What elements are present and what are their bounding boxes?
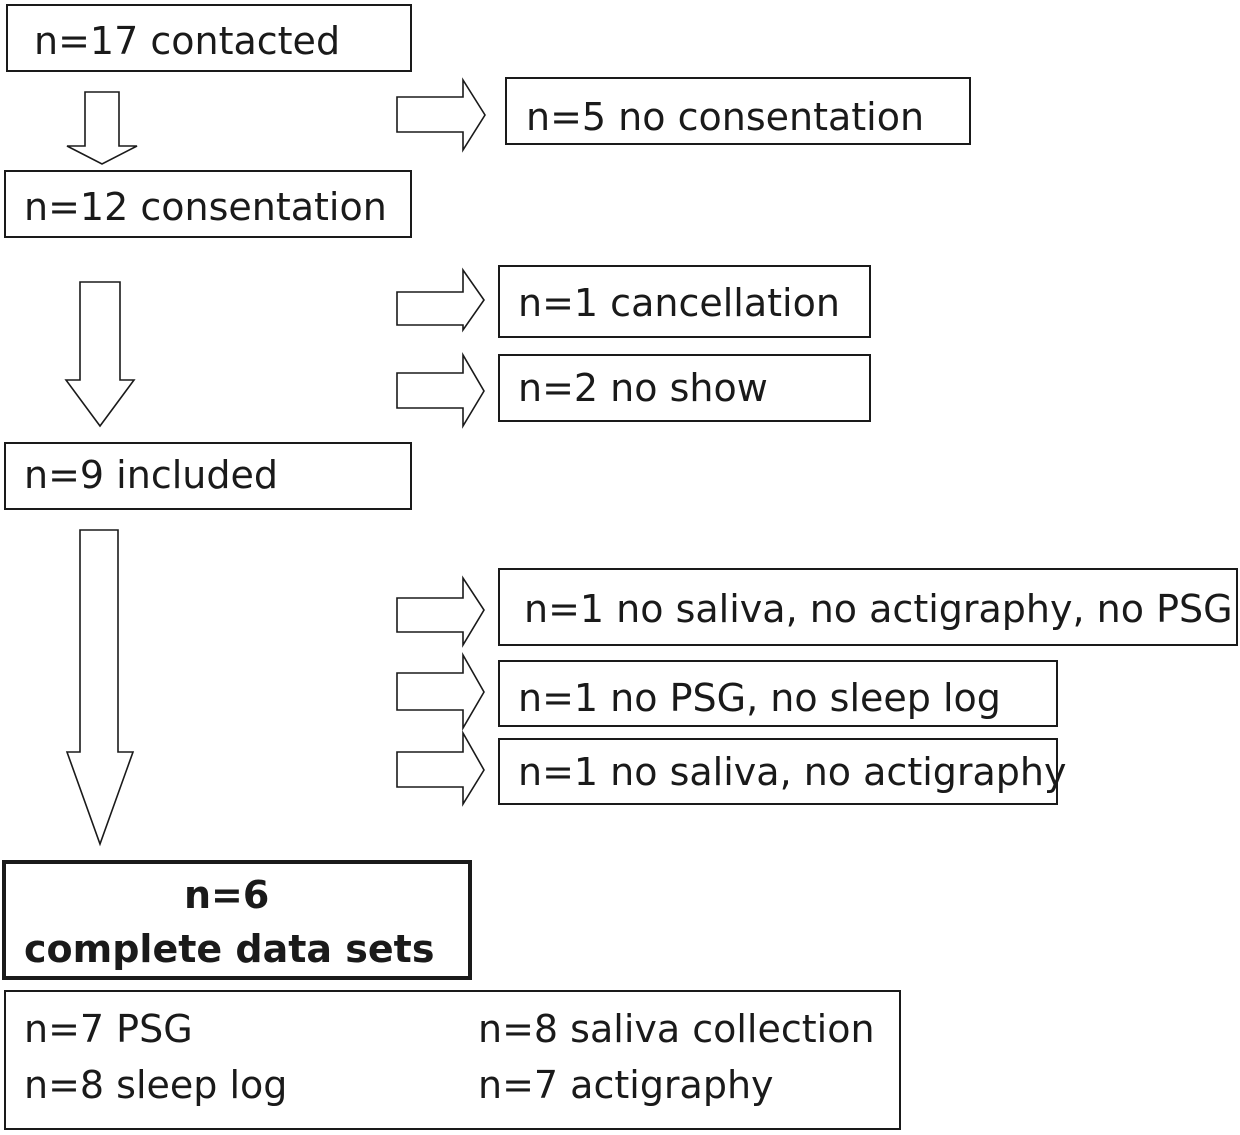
summary-sleep-log: n=8 sleep log [24, 1063, 288, 1107]
no-consentation-label: n=5 no consentation [526, 95, 925, 139]
right-arrow-icon [396, 77, 486, 153]
right-arrow-icon [396, 352, 485, 429]
no-saliva-actigraphy-psg-box: n=1 no saliva, no actigraphy, no PSG [498, 568, 1238, 646]
cancellation-box: n=1 cancellation [498, 265, 871, 338]
final-count: n=6 [184, 873, 270, 917]
right-arrow-icon [396, 651, 485, 731]
down-arrow-icon [65, 529, 135, 847]
no-consentation-box: n=5 no consentation [505, 77, 971, 145]
no-saliva-actigraphy-box: n=1 no saliva, no actigraphy [498, 738, 1067, 805]
summary-psg: n=7 PSG [24, 1007, 193, 1051]
summary-box: n=7 PSG n=8 saliva collection n=8 sleep … [4, 990, 901, 1130]
consentation-box: n=12 consentation [4, 170, 412, 238]
contacted-box: n=17 contacted [6, 4, 412, 72]
no-show-box: n=2 no show [498, 354, 871, 422]
no-saliva-actigraphy-psg-label: n=1 no saliva, no actigraphy, no PSG [524, 587, 1233, 631]
final-label: complete data sets [24, 927, 435, 971]
no-saliva-actigraphy-label: n=1 no saliva, no actigraphy [518, 750, 1067, 794]
included-box: n=9 included [4, 442, 412, 510]
complete-data-sets-box: n=6 complete data sets [2, 860, 472, 980]
cancellation-label: n=1 cancellation [518, 281, 840, 325]
right-arrow-icon [396, 267, 485, 333]
right-arrow-icon [396, 729, 485, 807]
no-psg-sleep-log-box: n=1 no PSG, no sleep log [498, 660, 1058, 727]
summary-saliva: n=8 saliva collection [478, 1007, 875, 1051]
summary-actigraphy: n=7 actigraphy [478, 1063, 774, 1107]
down-arrow-icon [66, 91, 138, 165]
no-show-label: n=2 no show [518, 366, 768, 410]
no-psg-sleep-log-label: n=1 no PSG, no sleep log [518, 676, 1001, 720]
right-arrow-icon [396, 575, 485, 648]
contacted-label: n=17 contacted [34, 19, 341, 63]
included-label: n=9 included [24, 453, 278, 497]
down-arrow-icon [64, 281, 136, 428]
consentation-label: n=12 consentation [24, 185, 387, 229]
